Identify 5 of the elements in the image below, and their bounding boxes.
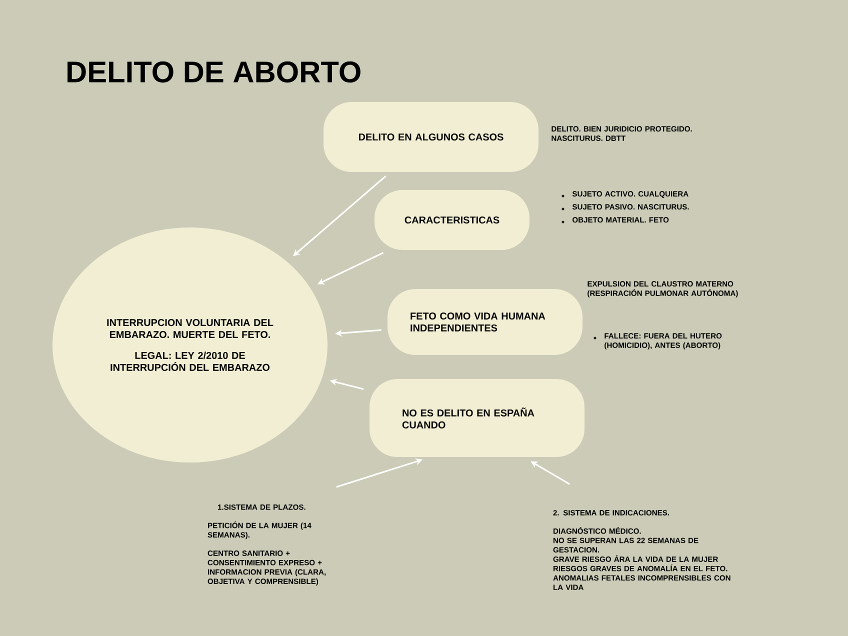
topic-bubble: NO ES DELITO EN ESPAÑA CUANDO xyxy=(370,379,584,457)
topic-bubble: CARACTERISTICAS xyxy=(374,190,530,250)
topic-bubble: DELITO EN ALGUNOS CASOS xyxy=(324,102,538,172)
title: DELITO DE ABORTO xyxy=(68,61,360,83)
topic-bubble: FETO COMO VIDA HUMANA INDEPENDIENTES xyxy=(388,289,582,355)
